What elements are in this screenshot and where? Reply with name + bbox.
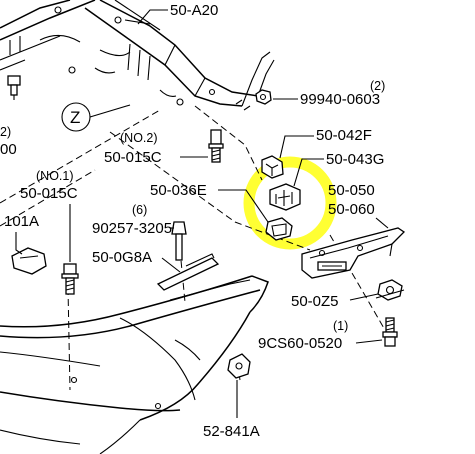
leader-dashed-5 [329, 234, 386, 331]
label-99940-0603: 99940-0603 [300, 91, 380, 108]
leader-50-0G8A [161, 257, 181, 273]
label-50-A20: 50-A20 [170, 2, 218, 19]
leader-50-A20 [137, 9, 168, 25]
clip-50-042F [261, 155, 284, 179]
clip-50-043G [269, 183, 301, 211]
leader-9CS60-0520 [355, 339, 383, 344]
label-50-036E: 50-036E [150, 182, 207, 199]
leader-dashed-6 [67, 287, 71, 391]
part-101A [11, 247, 47, 275]
label-50-043G: 50-043G [326, 151, 384, 168]
grommet-52-841A [227, 353, 251, 379]
left-qty-cut: 2) [0, 125, 11, 139]
label-50-0G8A: 50-0G8A [92, 249, 152, 266]
bumper-cover [0, 275, 269, 454]
label-50-015C-no2: 50-015C [104, 149, 162, 166]
reinforcement-beam [0, 0, 275, 107]
label-52-841A: 52-841A [203, 423, 260, 440]
fastener-50-0Z5 [375, 279, 405, 301]
qty-50-015C-no1: (NO.1) [36, 169, 74, 183]
qty-99940-0603: (2) [370, 79, 385, 93]
leader-dashed-4 [194, 105, 263, 181]
highlight-circle [243, 156, 337, 250]
leader-dashed-3 [109, 131, 311, 251]
label-9CS60-0520: 9CS60-0520 [258, 335, 342, 352]
bolt-top-left [7, 75, 21, 100]
leader-50-0Z5 [349, 293, 379, 301]
leader-50-042F [279, 135, 314, 159]
left-label-cut: 00 [0, 141, 17, 158]
label-90257-3205: 90257-3205 [92, 220, 172, 237]
label-50-0Z5: 50-0Z5 [291, 293, 339, 310]
bolt-50-015C-no2 [208, 129, 224, 163]
clip-50-036E [265, 217, 293, 241]
view-z-marker: Z [61, 102, 131, 132]
view-z-label: Z [70, 108, 80, 127]
label-50-042F: 50-042F [316, 127, 372, 144]
strip-50-0G8A [156, 253, 220, 291]
leader-50-043G [293, 158, 324, 187]
detail-marks [235, 99, 251, 111]
leader-dashed-2 [0, 169, 96, 227]
qty-9CS60-0520: (1) [333, 319, 348, 333]
nut-99940-0603 [255, 89, 298, 105]
bolt-50-015C-no1 [61, 263, 79, 295]
leader-50-060 [375, 217, 389, 229]
label-50-015C-no1: 50-015C [20, 185, 78, 202]
leader-101A [15, 232, 23, 255]
label-50-050: 50-050 [328, 182, 375, 199]
screw-9CS60-0520 [382, 317, 398, 347]
label-50-060: 50-060 [328, 201, 375, 218]
leader-50-036E [218, 189, 269, 223]
bumper-bracket [301, 227, 406, 279]
label-101A: 101A [4, 213, 39, 230]
qty-50-015C-no2: (NO.2) [120, 131, 158, 145]
leader-dashed-1 [0, 109, 161, 204]
pin-90257-3205 [171, 221, 187, 261]
qty-90257-3205: (6) [132, 203, 147, 217]
